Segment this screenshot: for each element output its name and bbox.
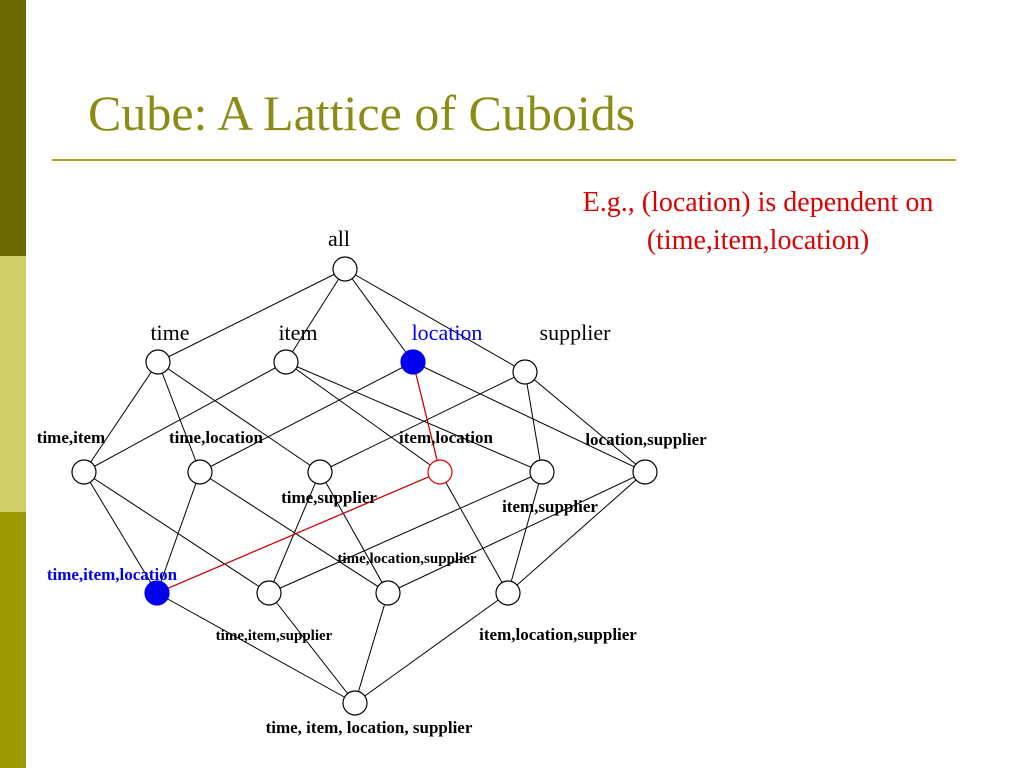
label-time-location-supplier: time,location,supplier [337,551,477,567]
slide-title: Cube: A Lattice of Cuboids [88,85,636,141]
edge-all-s [344,268,526,373]
node-item-location-circle [427,459,453,485]
note-line-2: (time,item,location) [646,225,870,256]
label-item: item [278,320,317,345]
node-all-circle [332,256,358,282]
edge-ts-tis [268,471,321,594]
label-item-location-supplier: item,location,supplier [479,625,637,644]
node-time-item-circle [71,459,97,485]
sidebar-block-bottom [0,512,26,768]
edge-ils-tils [354,592,509,704]
edge-tl-til [156,471,201,594]
dependency-path [156,361,441,594]
label-location-supplier: location,supplier [585,430,707,449]
edge-ti-tis [83,471,270,594]
edge-all-i [285,268,346,363]
edge-ti-til [83,471,158,594]
edge-t-tl [157,361,201,473]
edge-s-ls [524,371,646,473]
label-time-item-location: time,item,location [47,565,178,584]
edge-s-is [524,371,543,473]
dependency-note: E.g., (location) is dependent on (time,i… [528,184,988,260]
label-location: location [412,320,483,345]
edge-ls-tls [387,471,646,594]
edge-t-ti [83,361,159,473]
node-time-location-circle [187,459,213,485]
node-time-item-supplier-circle [256,580,282,606]
node-time-location-supplier-circle [375,580,401,606]
edge-l-ls [412,361,646,473]
node-time-item-location-supplier-circle [342,690,368,716]
edge-is-ils [507,471,543,594]
edge-tis-tils [268,592,356,704]
edge-all-t [157,268,346,363]
node-time-item-location-circle [144,580,170,606]
edge-i-ti [83,361,287,473]
label-time-location: time,location [169,428,263,447]
label-all: all [328,226,350,251]
label-time-item-supplier: time,item,supplier [216,628,333,644]
label-time-supplier: time,supplier [281,488,377,507]
label-time-item-location-supplier: time, item, location, supplier [266,718,473,737]
label-supplier: supplier [540,320,612,345]
edge-all-l [344,268,414,363]
dependency-edge-il-til [156,471,441,594]
edge-il-ils [439,471,509,594]
edge-i-is [285,361,543,473]
edge-l-tl [199,361,414,473]
edge-t-ts [157,361,321,473]
lattice-nodes [71,256,658,716]
label-time-item: time,item [37,428,105,447]
sidebar-block-middle [0,256,26,512]
edge-i-il [285,361,441,473]
node-time-supplier-circle [307,459,333,485]
label-item-supplier: item,supplier [502,497,598,516]
edge-ls-ils [507,471,646,594]
edge-ts-tls [319,471,389,594]
edge-s-ts [319,371,526,473]
title-underline [52,159,956,161]
node-item-location-supplier-circle [495,580,521,606]
node-location-supplier-circle [632,459,658,485]
label-time: time [150,320,189,345]
node-time-circle [145,349,171,375]
node-location-circle [400,349,426,375]
label-item-location: item,location [399,428,493,447]
edge-tls-tils [354,592,389,704]
dependency-edge-l-il [412,361,441,473]
sidebar-block-top [0,0,26,256]
edge-is-tis [268,471,543,594]
note-line-1: E.g., (location) is dependent on [582,187,934,218]
edge-til-tils [156,592,356,704]
node-supplier-circle [512,359,538,385]
sidebar-decoration [0,0,26,768]
lattice-labels: all time item location supplier time,item time… [37,226,707,737]
node-item-circle [273,349,299,375]
node-item-supplier-circle [529,459,555,485]
